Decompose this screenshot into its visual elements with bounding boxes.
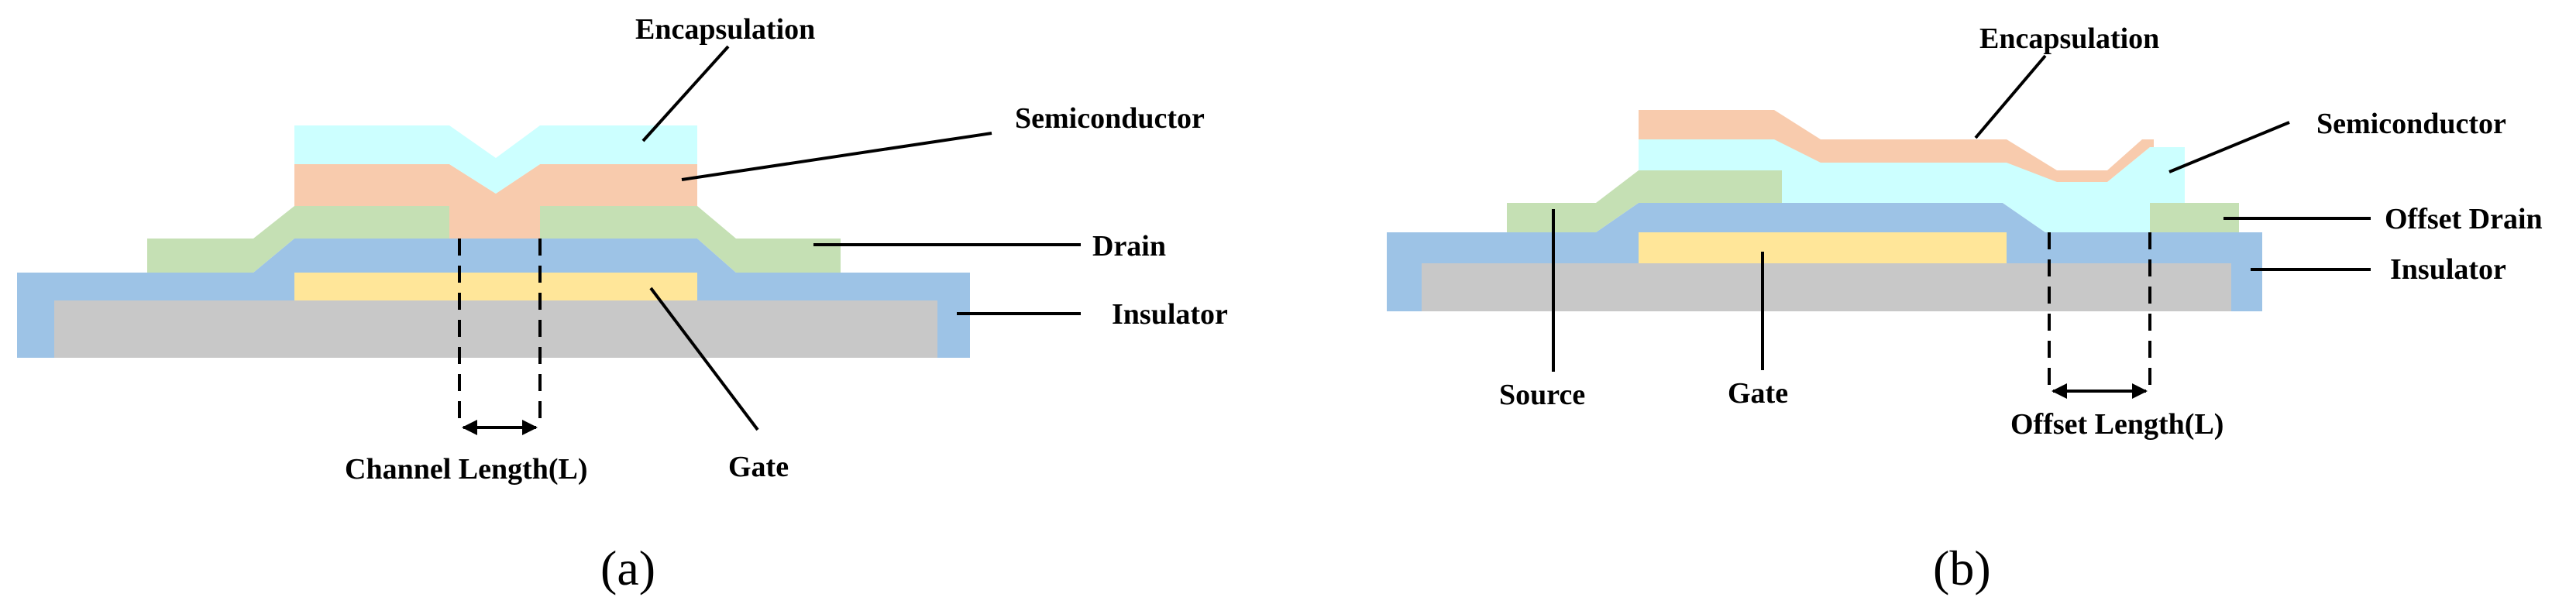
semiconductor-leader-a [681, 132, 992, 181]
substrate-b [1422, 263, 2231, 311]
label-insulator-a: Insulator [1112, 298, 1228, 331]
label-drain-a: Drain [1092, 230, 1166, 263]
label-semiconductor-a: Semiconductor [1015, 102, 1205, 135]
label-channel-length: Channel Length(L) [345, 453, 588, 486]
insulator-layer-a [17, 273, 970, 358]
label-encapsulation-a: Encapsulation [635, 13, 815, 46]
label-gate-b: Gate [1728, 377, 1788, 410]
label-offset-length: Offset Length(L) [2010, 408, 2223, 441]
label-source-b: Source [1499, 379, 1585, 411]
label-insulator-b: Insulator [2390, 253, 2506, 286]
insulator-raised-b [1596, 203, 2045, 232]
gate-a [294, 273, 697, 300]
drain-electrode-a [540, 206, 841, 273]
encapsulation-layer-b [1639, 139, 2185, 232]
insulator-layer-b [1387, 232, 2262, 311]
encapsulation-layer-a [294, 125, 697, 194]
semiconductor-layer-a [294, 164, 697, 239]
source-electrode-a [147, 206, 449, 273]
encapsulation-leader-b [1974, 54, 2047, 139]
label-offset-drain: Offset Drain [2385, 203, 2543, 235]
caption-a: (a) [600, 541, 655, 596]
panel-b: Encapsulation Semiconductor Offset Drain… [1387, 22, 2543, 596]
source-electrode-b [1507, 170, 1782, 232]
semiconductor-leader-b [2168, 121, 2290, 173]
gate-leader-a [649, 287, 759, 431]
gate-b [1639, 232, 2007, 263]
label-gate-a: Gate [728, 451, 789, 483]
semiconductor-layer-b [1639, 110, 2154, 182]
caption-b: (b) [1933, 541, 1991, 596]
substrate-a [54, 300, 937, 358]
panel-a: Encapsulation Semiconductor Drain Insula… [17, 13, 1228, 596]
encapsulation-leader-a [641, 45, 730, 142]
label-semiconductor-b: Semiconductor [2316, 108, 2506, 140]
label-encapsulation-b: Encapsulation [1979, 22, 2159, 55]
insulator-raised-a [253, 239, 736, 273]
